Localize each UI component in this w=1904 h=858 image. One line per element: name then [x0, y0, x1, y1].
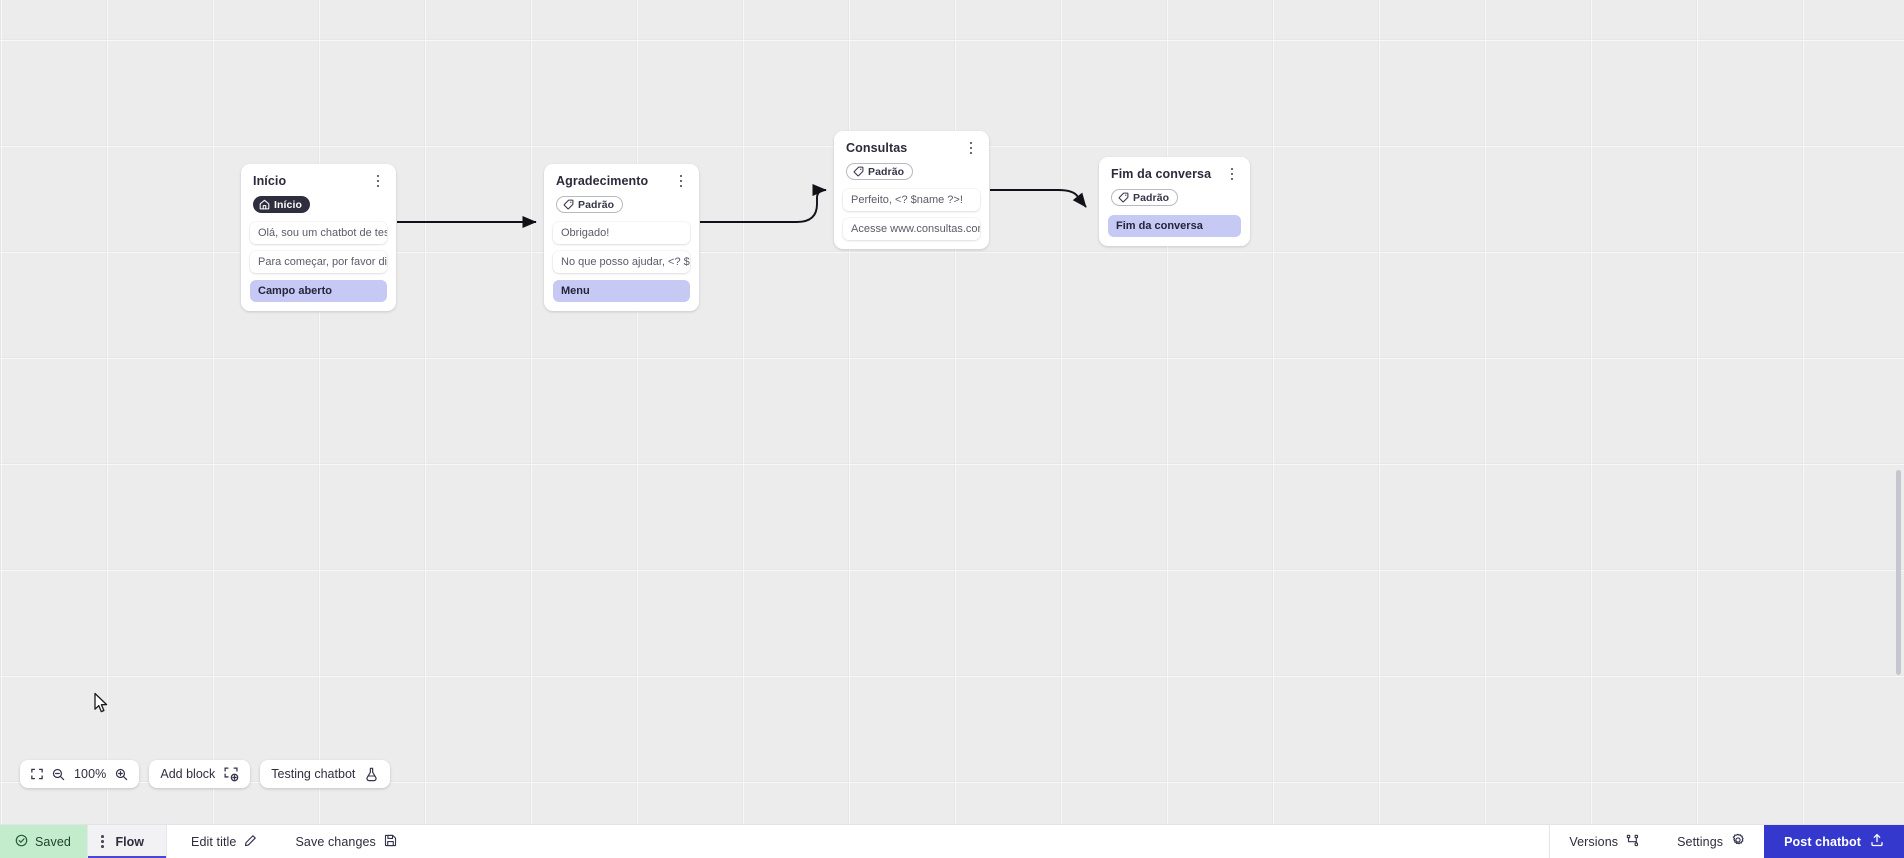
post-chatbot-label: Post chatbot	[1784, 834, 1861, 849]
node-message-row[interactable]: Perfeito, <? $name ?>!	[843, 189, 980, 211]
node-header: Início	[250, 174, 387, 189]
node-badge: Padrão	[846, 163, 914, 180]
tag-icon	[563, 199, 574, 210]
node-menu-kebab-icon[interactable]	[964, 140, 978, 156]
node-badge-label: Padrão	[1133, 191, 1170, 204]
testing-chatbot-button[interactable]: Testing chatbot	[260, 760, 391, 788]
tab-flow-label: Flow	[115, 834, 145, 849]
save-changes-button[interactable]: Save changes	[276, 825, 415, 858]
zoom-in-icon[interactable]	[115, 768, 128, 781]
versions-button[interactable]: Versions	[1550, 825, 1658, 858]
node-badge-label: Início	[274, 198, 303, 211]
add-block-label: Add block	[160, 767, 216, 781]
node-badge-label: Padrão	[868, 165, 905, 178]
pencil-icon	[244, 834, 257, 850]
node-menu-kebab-icon[interactable]	[371, 173, 385, 189]
fit-screen-icon[interactable]	[31, 768, 43, 780]
node-message-row[interactable]: No que posso ajudar, <? $name ...	[553, 251, 690, 273]
add-block-icon	[224, 766, 239, 782]
scroll-thumb-vertical[interactable]	[1896, 470, 1901, 675]
save-changes-label: Save changes	[295, 834, 376, 849]
node-badge-row: Padrão	[843, 156, 980, 182]
upload-icon	[1870, 833, 1884, 850]
node-action-row[interactable]: Fim da conversa	[1108, 215, 1241, 237]
node-badge: Padrão	[556, 196, 624, 213]
divider	[1549, 825, 1551, 858]
node-title: Início	[253, 174, 287, 188]
canvas-vertical-scrollbar[interactable]	[1895, 0, 1902, 824]
node-title: Fim da conversa	[1111, 167, 1212, 181]
zoom-out-icon[interactable]	[52, 768, 65, 781]
bottom-bar-left: Saved Flow Edit title Save changes	[0, 825, 416, 858]
testing-chatbot-label: Testing chatbot	[271, 767, 356, 781]
node-message-row[interactable]: Obrigado!	[553, 222, 690, 244]
versions-label: Versions	[1569, 834, 1619, 849]
edit-title-label: Edit title	[191, 834, 237, 849]
settings-button[interactable]: Settings	[1658, 825, 1764, 858]
tag-icon	[1118, 192, 1129, 203]
check-circle-icon	[15, 834, 28, 850]
node-message-row[interactable]: Acesse www.consultas.com par...	[843, 218, 980, 240]
node-badge: Padrão	[1111, 189, 1179, 206]
canvas-toolbar: 100% Add block	[20, 760, 391, 788]
zoom-controls[interactable]: 100%	[20, 760, 140, 788]
home-icon	[259, 199, 270, 210]
node-message-row[interactable]: Olá, sou um chatbot de teste!	[250, 222, 387, 244]
node-header: Agradecimento	[553, 174, 690, 189]
post-chatbot-button[interactable]: Post chatbot	[1764, 825, 1904, 858]
bottom-bar: Saved Flow Edit title Save changes	[0, 824, 1904, 858]
settings-label: Settings	[1677, 834, 1724, 849]
tab-flow[interactable]: Flow	[86, 825, 168, 858]
node-badge-row: Padrão	[553, 189, 690, 215]
node-title: Agradecimento	[556, 174, 649, 188]
zoom-level: 100%	[74, 767, 107, 781]
tag-icon	[853, 166, 864, 177]
flow-edges	[397, 183, 1087, 229]
node-header: Consultas	[843, 141, 980, 156]
save-disk-icon	[384, 834, 397, 850]
node-header: Fim da conversa	[1108, 167, 1241, 182]
gear-icon	[1731, 833, 1745, 850]
node-action-row[interactable]: Menu	[553, 280, 690, 302]
flask-icon	[364, 767, 379, 782]
node-message-row[interactable]: Para começar, por favor digite o ...	[250, 251, 387, 273]
node-menu-kebab-icon[interactable]	[1225, 166, 1239, 182]
node-title: Consultas	[846, 141, 908, 155]
node-badge-row: Padrão	[1108, 182, 1241, 208]
git-branch-icon	[1626, 834, 1639, 850]
edit-title-button[interactable]: Edit title	[167, 825, 276, 858]
node-action-row[interactable]: Campo aberto	[250, 280, 387, 302]
node-badge-row: Início	[250, 189, 387, 215]
saved-label: Saved	[35, 834, 71, 849]
node-badge: Início	[253, 196, 311, 213]
bottom-bar-right: Versions Settings	[1549, 825, 1904, 858]
add-block-button[interactable]: Add block	[149, 760, 251, 788]
node-badge-label: Padrão	[578, 198, 615, 211]
kebab-icon[interactable]	[100, 835, 104, 848]
node-menu-kebab-icon[interactable]	[674, 173, 688, 189]
status-badge-saved: Saved	[0, 825, 87, 858]
